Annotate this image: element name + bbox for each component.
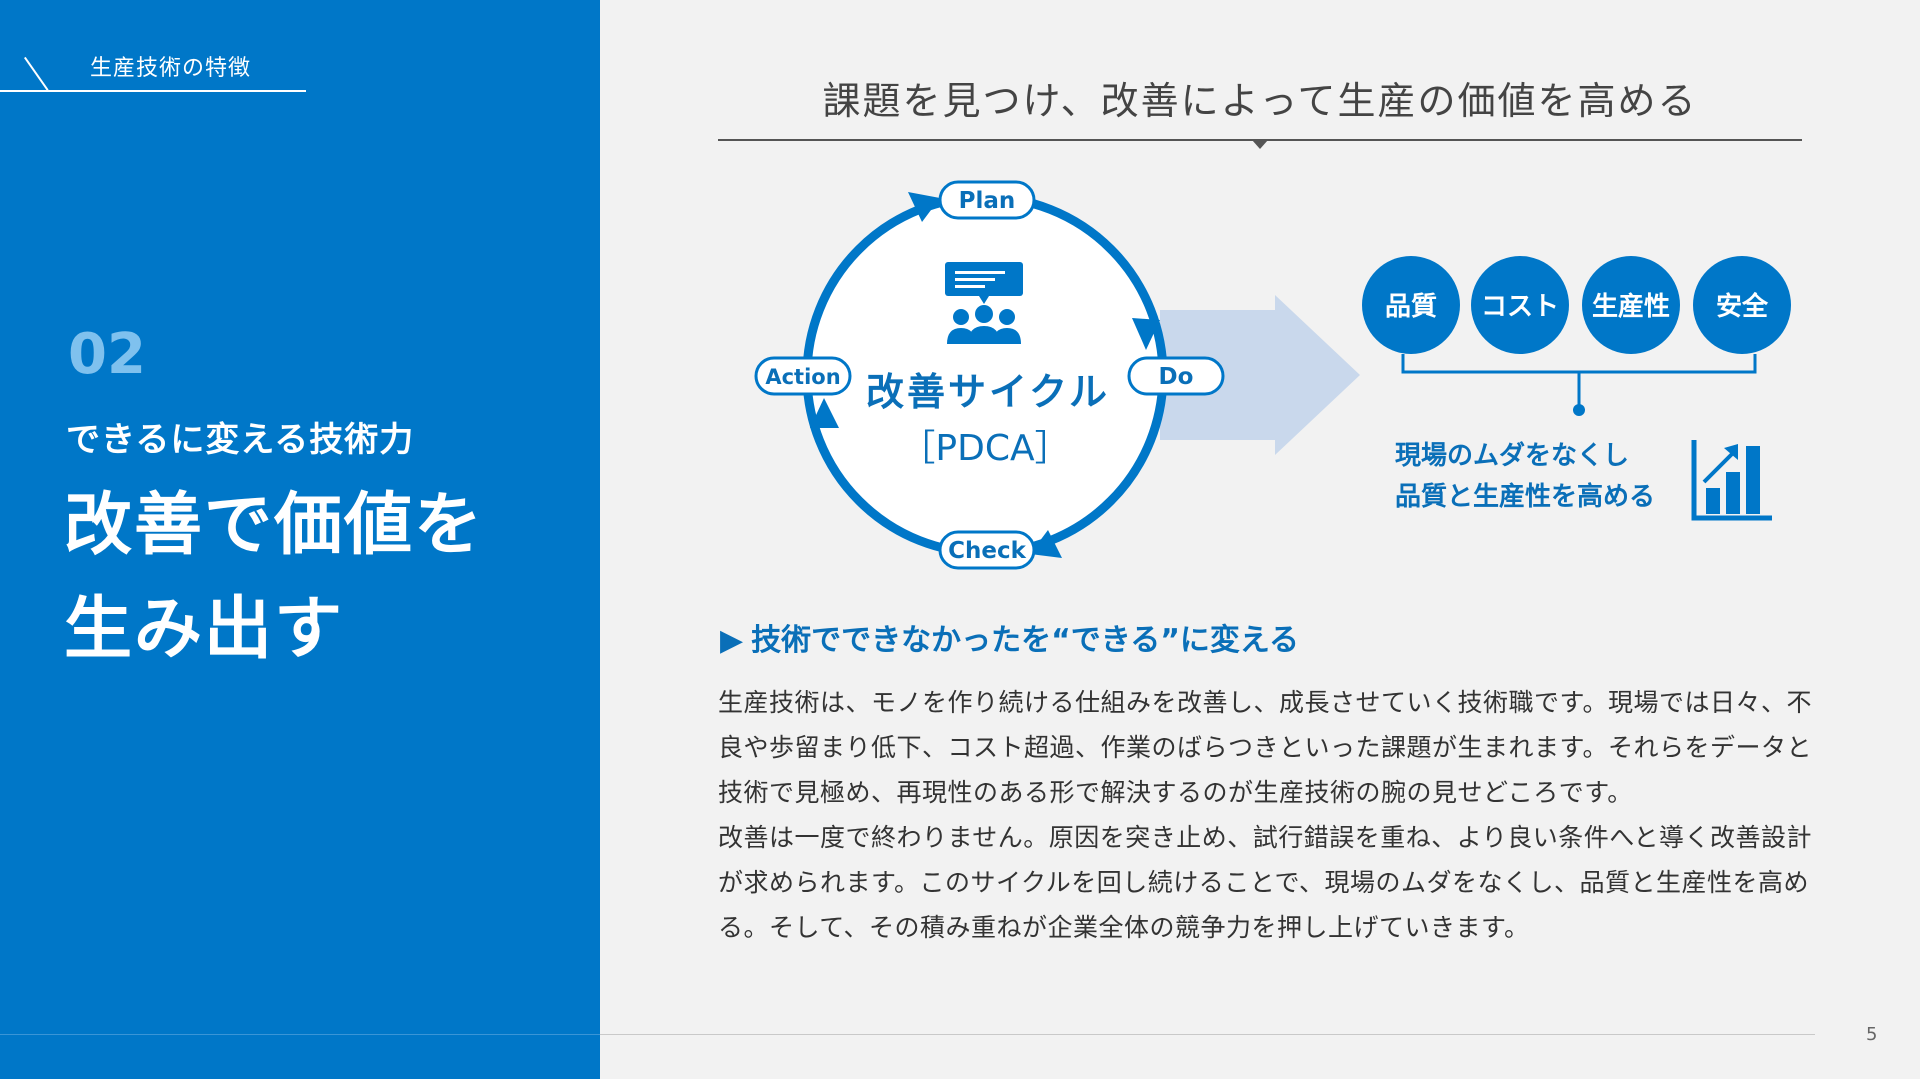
- left-bottom-rule: [0, 1034, 600, 1035]
- bottom-rule: [600, 1034, 1815, 1035]
- main-title-line-2: 生み出す: [64, 590, 345, 669]
- step-check-label: Check: [948, 538, 1026, 564]
- section-tag: 生産技術の特徴: [90, 56, 252, 81]
- step-plan-label: Plan: [959, 188, 1016, 214]
- cycle-title: 改善サイクル: [866, 370, 1110, 414]
- benefit-caption-line-1: 現場のムダをなくし: [1395, 440, 1629, 471]
- section-number: 02: [68, 322, 146, 387]
- cycle-subtitle: ［PDCA］: [899, 428, 1070, 469]
- point-heading-text: 技術でできなかったを“できる”に変える: [751, 623, 1300, 658]
- bar-chart-rising-icon: [1691, 440, 1772, 521]
- pdca-diagram: 改善サイクル ［PDCA］ Plan Do Check Action 品質 コス…: [754, 180, 1791, 570]
- tag-slash-decoration: [24, 56, 49, 91]
- benefit-label-productivity: 生産性: [1592, 291, 1670, 322]
- section-tag-underline: [0, 90, 306, 92]
- step-plan: Plan: [938, 180, 1036, 220]
- benefit-label-safety: 安全: [1716, 291, 1769, 322]
- main-title: 改善で価値を 生み出す: [64, 474, 484, 682]
- benefit-bracket: [1401, 354, 1757, 374]
- body-paragraph-1: 生産技術は、モノを作り続ける仕組みを改善し、成長させていく技術職です。現場では日…: [718, 688, 1813, 807]
- meeting-people-icon: [945, 262, 1023, 344]
- content-heading: 課題を見つけ、改善によって生産の価値を高める: [822, 79, 1698, 123]
- heading-notch: [1252, 140, 1268, 149]
- page-number: 5: [1866, 1024, 1878, 1045]
- step-check: Check: [938, 530, 1036, 570]
- arrow-head-action: [810, 398, 839, 428]
- left-panel: 生産技術の特徴 02 できるに変える技術力 改善で価値を 生み出す: [0, 0, 600, 1079]
- benefit-label-quality: 品質: [1385, 292, 1437, 322]
- benefit-circle-quality: 品質: [1362, 256, 1460, 354]
- section-subtitle: できるに変える技術力: [66, 420, 415, 460]
- main-title-line-1: 改善で価値を: [64, 486, 485, 565]
- benefit-label-cost: コスト: [1481, 292, 1559, 322]
- arrow-head-do: [1132, 318, 1160, 350]
- benefit-circle-safety: 安全: [1693, 256, 1791, 354]
- transition-arrow: [1160, 295, 1360, 455]
- bracket-dot: [1573, 404, 1585, 416]
- triangle-bullet-icon: ▶: [720, 623, 744, 658]
- step-action-label: Action: [765, 365, 840, 389]
- benefit-circle-productivity: 生産性: [1582, 256, 1680, 354]
- benefit-circle-cost: コスト: [1471, 256, 1569, 354]
- body-paragraph-2: 改善は一度で終わりません。原因を突き止め、試行錯誤を重ね、より良い条件へと導く改…: [718, 823, 1813, 942]
- body-text: 生産技術は、モノを作り続ける仕組みを改善し、成長させていく技術職です。現場では日…: [718, 680, 1818, 950]
- benefit-caption-line-2: 品質と生産性を高める: [1395, 481, 1655, 512]
- point-heading: ▶技術でできなかったを“できる”に変える: [720, 615, 1299, 659]
- step-action: Action: [754, 356, 852, 396]
- step-do: Do: [1127, 356, 1225, 396]
- step-do-label: Do: [1159, 364, 1194, 390]
- arrow-head-check: [1030, 530, 1062, 558]
- arrow-head-plan: [908, 192, 940, 222]
